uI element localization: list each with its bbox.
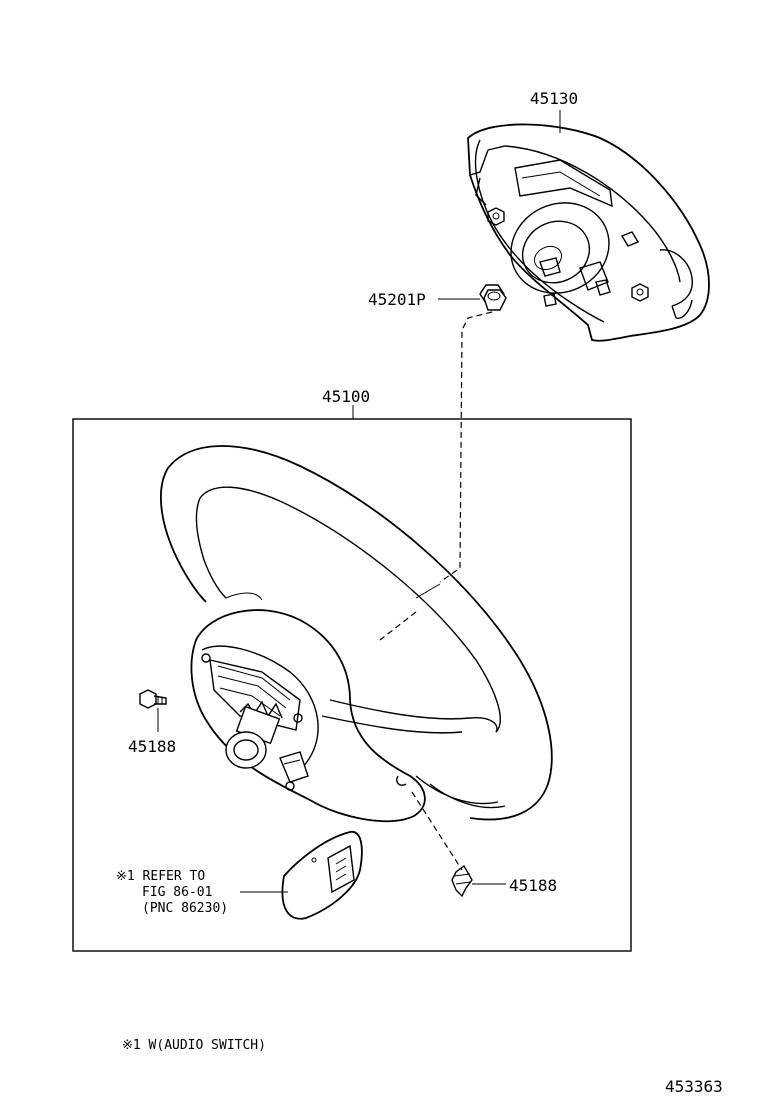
label-45130: 45130 xyxy=(530,89,578,108)
note-line2: FIG 86-01 xyxy=(142,885,212,900)
label-45100: 45100 xyxy=(322,387,370,406)
label-45188-left: 45188 xyxy=(128,737,176,756)
nut-45201p xyxy=(479,284,507,311)
audio-switch-cover xyxy=(281,831,363,920)
screw-45188-left xyxy=(139,689,167,709)
footnote: ※1 W(AUDIO SWITCH) xyxy=(122,1038,266,1053)
airbag-module xyxy=(467,123,710,342)
assembly-frame xyxy=(72,418,632,952)
note-line3: (PNC 86230) xyxy=(142,901,228,916)
note-line1: ※1 REFER TO xyxy=(116,869,205,884)
figure-id: 453363 xyxy=(665,1077,723,1096)
label-45188-right: 45188 xyxy=(509,876,557,895)
label-45201p: 45201P xyxy=(368,290,426,309)
screw-45188-right xyxy=(451,864,473,898)
steering-wheel xyxy=(159,445,553,823)
